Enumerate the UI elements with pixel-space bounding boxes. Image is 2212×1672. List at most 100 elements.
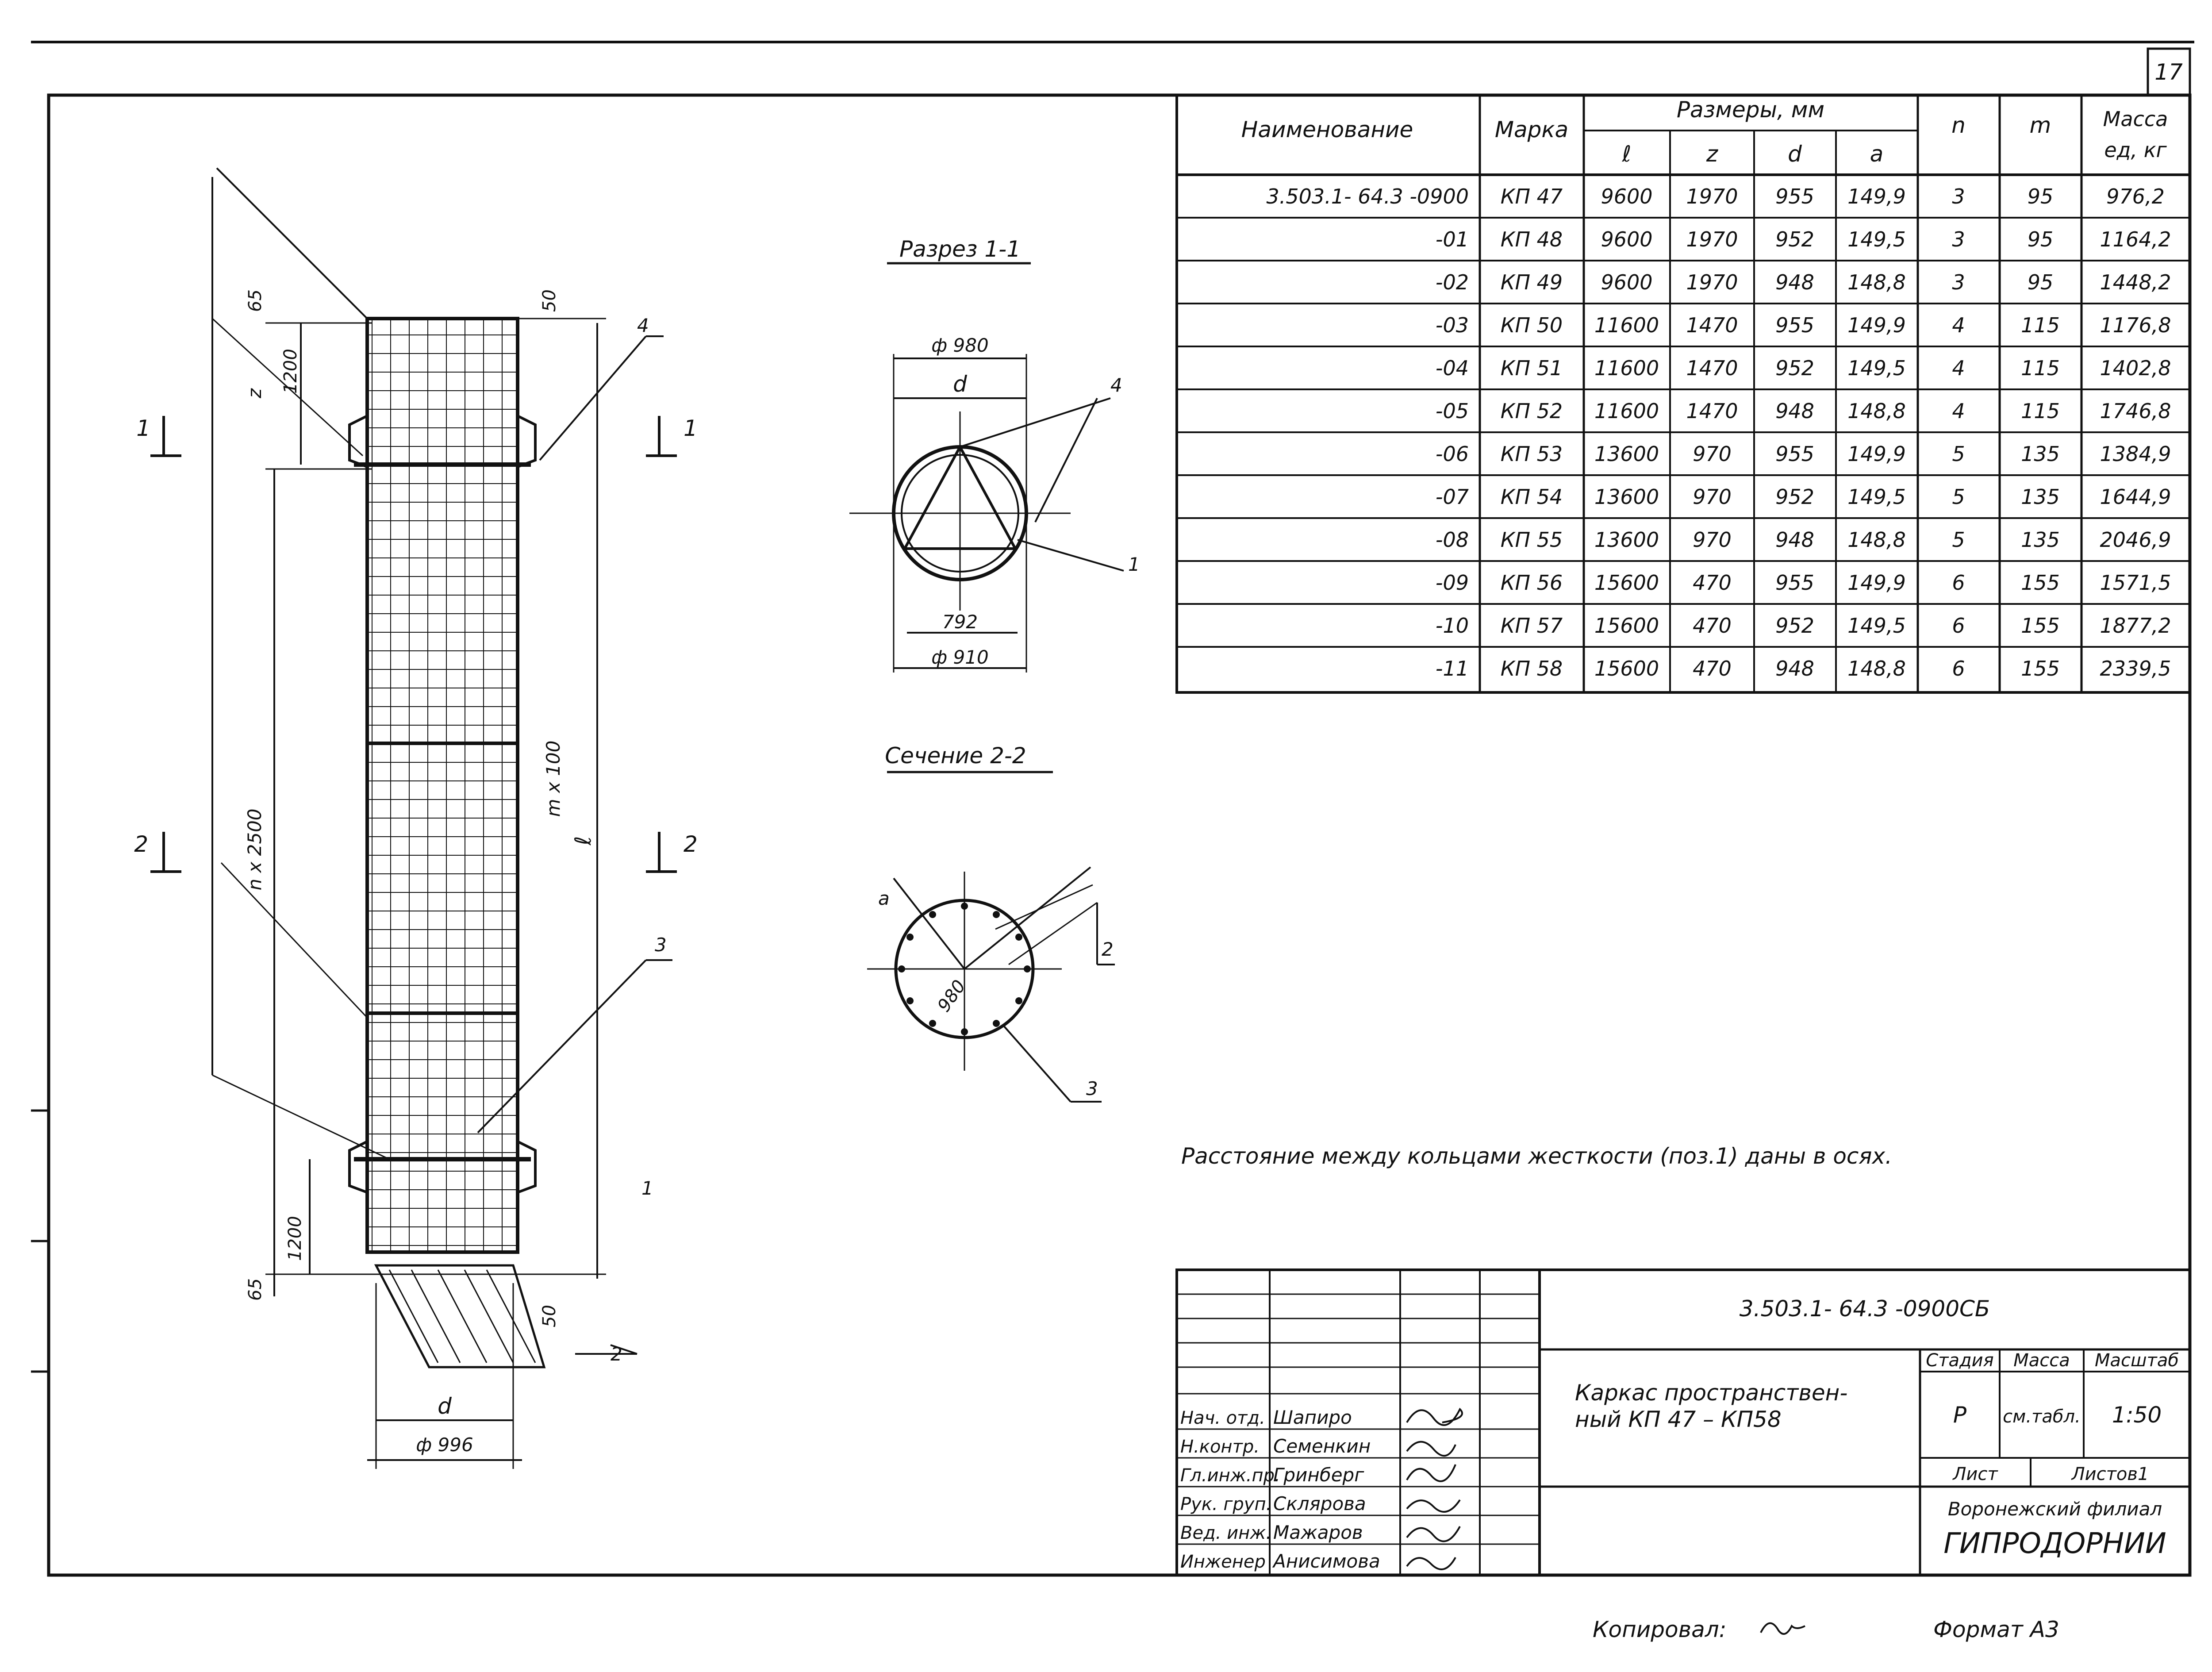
section-2-2-callout-3: 3 — [1086, 1078, 1098, 1099]
spec-cell-mass: 2046,9 — [2100, 528, 2171, 552]
staff-role: Нач. отд. — [1180, 1408, 1265, 1428]
spec-cell-m: 115 — [2021, 399, 2060, 423]
col-header-dimensions: Размеры, мм — [1677, 97, 1824, 123]
section-1-1-callout-1: 1 — [1128, 553, 1140, 575]
spec-cell-mass: 1176,8 — [2100, 313, 2171, 337]
spec-cell-a: 149,5 — [1847, 614, 1906, 638]
section-1-1-d: d — [953, 371, 967, 397]
callout-4: 4 — [637, 315, 649, 336]
section-1-1-phi-910: ф 910 — [931, 646, 988, 668]
spec-cell-name: -08 — [1436, 528, 1469, 552]
dim-65-bottom: 65 — [245, 1278, 265, 1301]
spec-cell-mark: КП 51 — [1501, 356, 1563, 380]
spec-cell-l: 9600 — [1601, 270, 1652, 294]
spec-cell-l: 11600 — [1594, 356, 1659, 380]
section-2-2-title: Сечение 2-2 — [885, 743, 1026, 769]
spec-cell-m: 135 — [2021, 528, 2060, 552]
staff-role: Инженер — [1180, 1552, 1266, 1572]
spec-cell-l: 15600 — [1594, 571, 1659, 595]
spec-cell-l: 9600 — [1601, 227, 1652, 251]
staff-name: Мажаров — [1273, 1522, 1363, 1543]
dim-1200-bottom: 1200 — [285, 1216, 305, 1261]
spec-cell-d: 948 — [1775, 528, 1814, 552]
spec-cell-a: 149,9 — [1847, 184, 1906, 208]
spec-cell-name: 3.503.1- 64.3 -0900 — [1266, 184, 1469, 208]
spec-cell-n: 3 — [1952, 270, 1965, 294]
spec-cell-name: -01 — [1436, 227, 1469, 251]
section-1-1-title: Разрез 1-1 — [899, 236, 1021, 262]
section-2-2-a: a — [878, 888, 890, 909]
spec-cell-n: 5 — [1952, 442, 1965, 466]
spec-table: Наименование Марка Размеры, мм ℓ z d a n… — [1175, 94, 2191, 694]
section-2-2-callout-2: 2 — [1102, 938, 1114, 960]
dim-50-top: 50 — [539, 289, 560, 312]
footer-copied: Копировал: — [1593, 1617, 1727, 1642]
spec-cell-l: 9600 — [1601, 184, 1652, 208]
spec-cell-a: 148,8 — [1847, 270, 1906, 294]
spec-cell-z: 970 — [1693, 528, 1732, 552]
staff-role: Н.контр. — [1180, 1437, 1260, 1457]
spec-cell-m: 135 — [2021, 485, 2060, 509]
spec-cell-n: 3 — [1952, 184, 1965, 208]
col-header-l: ℓ — [1622, 141, 1632, 167]
spec-cell-mass: 976,2 — [2106, 184, 2165, 208]
staff-name: Склярова — [1273, 1493, 1366, 1514]
spec-cell-d: 952 — [1775, 485, 1814, 509]
drawing-note: Расстояние между кольцами жесткости (поз… — [1181, 1143, 1892, 1169]
spec-cell-z: 470 — [1693, 571, 1732, 595]
section-mark-1-left: 1 — [136, 415, 150, 441]
spec-cell-d: 955 — [1775, 571, 1814, 595]
spec-cell-name: -04 — [1436, 356, 1469, 380]
spec-cell-mass: 1402,8 — [2100, 356, 2171, 380]
spec-cell-mass: 1164,2 — [2100, 227, 2171, 251]
spec-cell-a: 149,9 — [1847, 442, 1906, 466]
dim-65-top: 65 — [245, 289, 265, 312]
spec-cell-d: 948 — [1775, 270, 1814, 294]
spec-cell-z: 470 — [1693, 614, 1732, 638]
spec-cell-name: -06 — [1436, 442, 1469, 466]
dim-50-bottom: 50 — [539, 1305, 560, 1327]
spec-cell-mass: 1384,9 — [2100, 442, 2171, 466]
organization-line1: Воронежский филиал — [1948, 1498, 2162, 1520]
spec-cell-mark: КП 52 — [1501, 399, 1563, 423]
col-header-mass: Масса — [2103, 107, 2168, 131]
spec-cell-z: 1470 — [1686, 313, 1738, 337]
section-mark-2-right: 2 — [684, 831, 698, 857]
spec-cell-n: 5 — [1952, 528, 1965, 552]
dim-n-x-2500: n x 2500 — [244, 808, 265, 890]
spec-cell-mass: 1571,5 — [2100, 571, 2171, 595]
spec-cell-a: 148,8 — [1847, 528, 1906, 552]
staff-role: Гл.инж.пр. — [1180, 1465, 1280, 1486]
scale-value: 1:50 — [2112, 1402, 2162, 1428]
page-number: 17 — [2154, 59, 2183, 85]
spec-cell-mark: КП 49 — [1501, 270, 1563, 294]
col-header-name: Наименование — [1241, 117, 1413, 142]
spec-cell-n: 5 — [1952, 485, 1965, 509]
stage-label: Стадия — [1926, 1350, 1993, 1371]
spec-cell-n: 4 — [1952, 399, 1965, 423]
callout-1: 1 — [641, 1177, 653, 1199]
spec-cell-a: 149,5 — [1847, 227, 1906, 251]
spec-cell-a: 148,8 — [1847, 399, 1906, 423]
col-header-mass-unit: ед, кг — [2104, 138, 2167, 162]
organization-line2: ГИПРОДОРНИИ — [1943, 1527, 2166, 1560]
spec-cell-name: -07 — [1436, 485, 1469, 509]
spec-cell-z: 970 — [1693, 442, 1732, 466]
spec-cell-a: 148,8 — [1847, 657, 1906, 680]
section-1-1-callout-4: 4 — [1110, 374, 1122, 396]
spec-cell-a: 149,9 — [1847, 571, 1906, 595]
spec-cell-mass: 1448,2 — [2100, 270, 2171, 294]
spec-cell-name: -09 — [1436, 571, 1469, 595]
spec-cell-d: 952 — [1775, 227, 1814, 251]
copier-signature — [1760, 1622, 1805, 1635]
callout-3: 3 — [655, 934, 667, 956]
spec-cell-n: 4 — [1952, 313, 1965, 337]
spec-cell-d: 948 — [1775, 657, 1814, 680]
dim-phi-996: ф 996 — [416, 1434, 473, 1456]
spec-cell-mark: КП 58 — [1501, 657, 1563, 680]
sheet-frame — [47, 93, 2192, 1577]
title-block — [1175, 1268, 2191, 1576]
spec-cell-mark: КП 47 — [1501, 184, 1563, 208]
mass-value: см.табл. — [2003, 1407, 2081, 1427]
